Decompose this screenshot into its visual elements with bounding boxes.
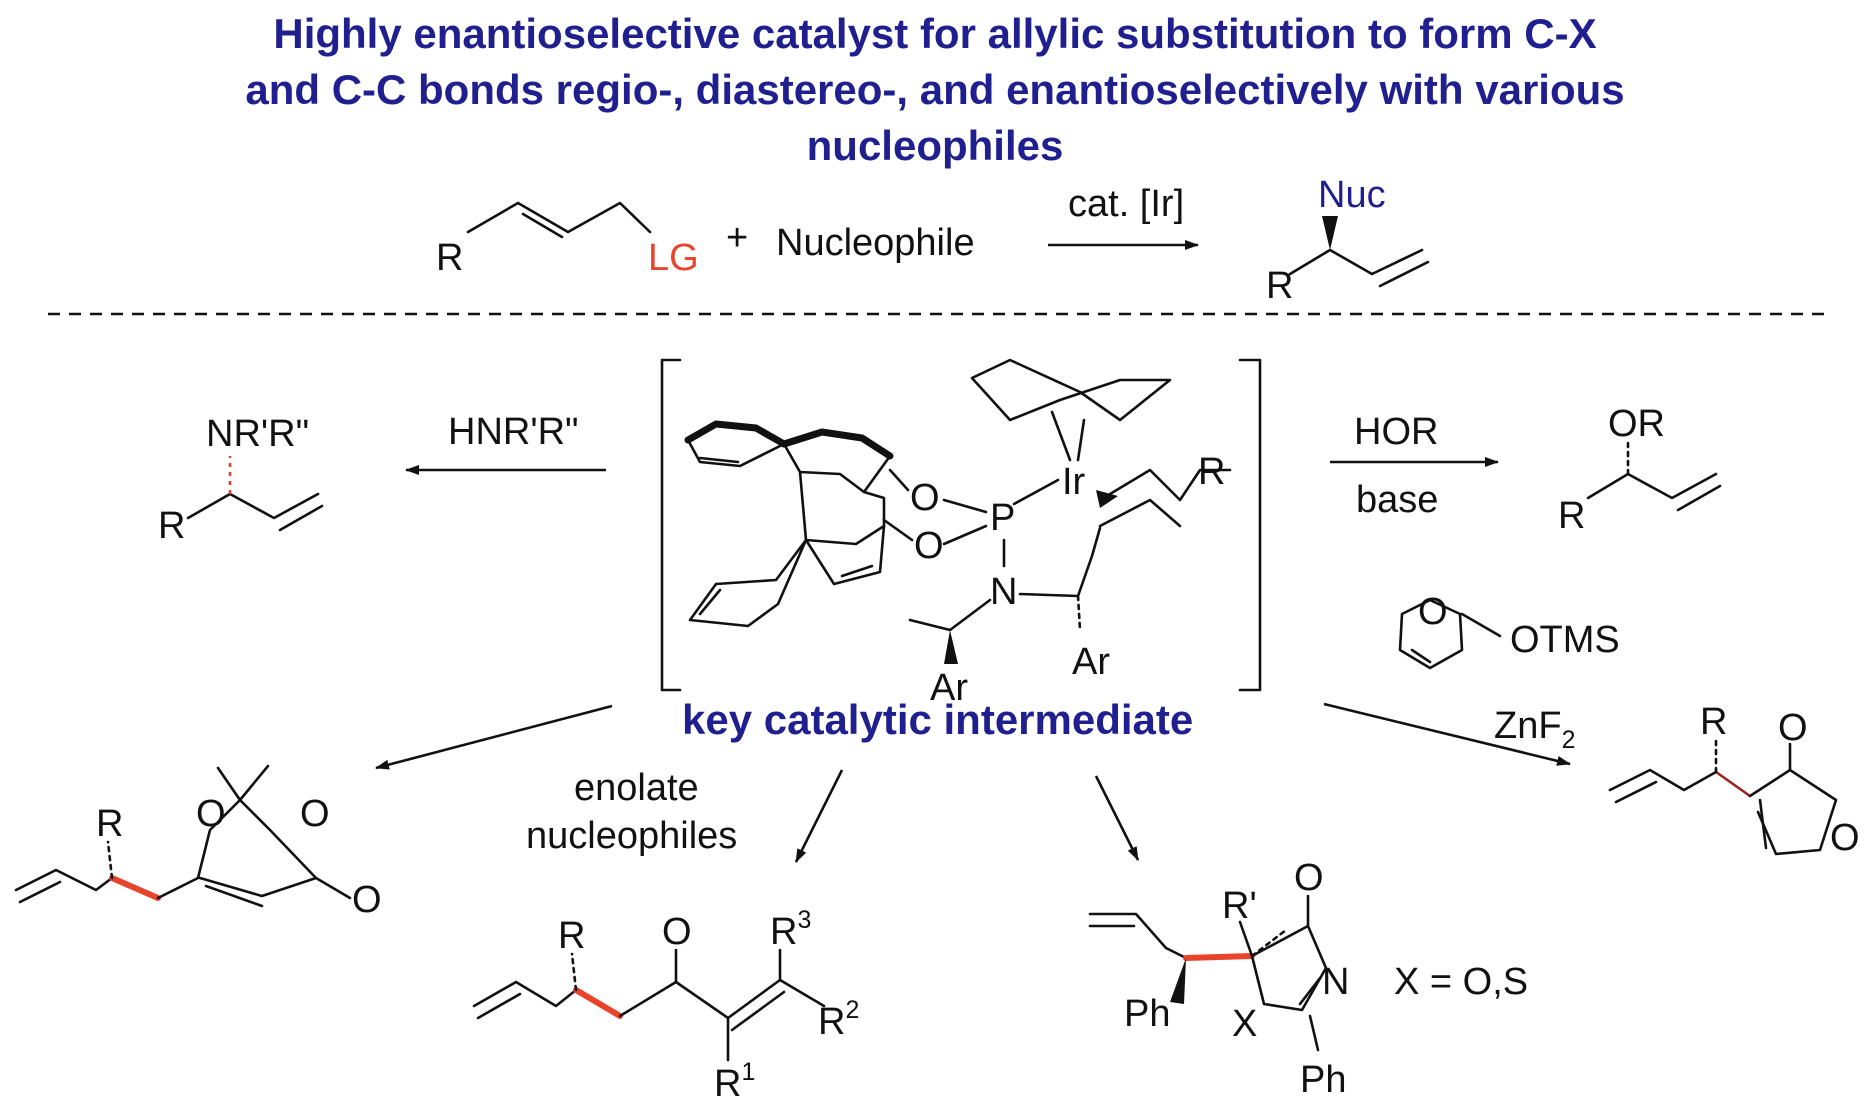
furanone-product-r: R — [1700, 701, 1727, 743]
azlactone-ph-left: Ph — [1124, 993, 1170, 1035]
product-r-label: R — [1266, 265, 1293, 307]
right-bracket — [1238, 358, 1262, 692]
title-line-2: and C-C bonds regio-, diastereo-, and en… — [245, 66, 1624, 113]
substrate-r-label: R — [436, 237, 463, 279]
furanone-arrow — [1323, 702, 1571, 766]
alcohol-condition-label: base — [1356, 479, 1438, 521]
ar-right-label: Ar — [1072, 641, 1110, 683]
furanone-branch: O OTMS ZnF2 R O O — [1323, 591, 1860, 859]
dioxinone-arrow — [375, 704, 613, 770]
product-nuc-label: Nuc — [1318, 174, 1386, 216]
title-line-3: nucleophiles — [807, 122, 1064, 169]
azlactone-ph-bottom: Ph — [1300, 1059, 1346, 1101]
enolate-label-line-1: enolate — [574, 767, 699, 809]
dioxinone-o-right: O — [300, 793, 330, 835]
amine-reagent-label: HNR'R" — [448, 411, 579, 453]
alcohol-product-group: OR — [1608, 403, 1665, 445]
furan-o-label: O — [1418, 591, 1448, 633]
allyl-substrate: R LG — [436, 201, 699, 279]
plus-sign: + — [726, 217, 748, 259]
allyl-r-label: R — [1198, 451, 1225, 493]
o-bottom-label: O — [914, 525, 944, 567]
enolate-r3-label: R3 — [770, 906, 811, 953]
title-line-1: Highly enantioselective catalyst for all… — [273, 10, 1596, 57]
azlactone-x-label: X — [1232, 1003, 1257, 1045]
azlactone-arrow — [1094, 775, 1140, 861]
amine-branch: HNR'R" NR'R" R — [158, 411, 606, 547]
dioxinone-branch: R O O O — [14, 704, 613, 921]
amine-product-r: R — [158, 505, 185, 547]
znf2-label: ZnF2 — [1494, 705, 1575, 754]
o-top-label: O — [910, 477, 940, 519]
otms-label: OTMS — [1510, 619, 1620, 661]
enolate-carbonyl-o: O — [662, 911, 692, 953]
enolate-r1-label: R1 — [714, 1058, 755, 1105]
amine-product-group: NR'R" — [206, 413, 309, 455]
n-label: N — [990, 571, 1017, 613]
nucleophile-label: Nucleophile — [776, 222, 975, 264]
silyloxyfuran-reagent: O OTMS — [1398, 591, 1620, 670]
alcohol-product-r: R — [1558, 495, 1585, 537]
azlactone-r-prime: R' — [1222, 885, 1257, 927]
intermediate-caption: key catalytic intermediate — [682, 696, 1193, 743]
x-definition-label: X = O,S — [1394, 961, 1528, 1003]
general-product: Nuc R — [1266, 174, 1430, 307]
catalyst-label: cat. [Ir] — [1068, 183, 1184, 225]
scheme-title: Highly enantioselective catalyst for all… — [245, 10, 1624, 169]
p-label: P — [990, 497, 1015, 539]
enolate-product-r: R — [558, 915, 585, 957]
leaving-group-label: LG — [648, 237, 699, 279]
ar-left-label: Ar — [930, 667, 968, 709]
furanone-carbonyl-o: O — [1778, 707, 1808, 749]
enolate-label-line-2: nucleophiles — [526, 815, 737, 857]
left-bracket — [660, 358, 682, 692]
furanone-ring-o: O — [1830, 817, 1860, 859]
alcohol-reagent-label: HOR — [1354, 411, 1438, 453]
catalytic-intermediate: O O P N Ar Ar Ir R key catalytic interme… — [660, 358, 1262, 743]
dioxinone-carbonyl-o: O — [352, 879, 382, 921]
enolate-arrow — [794, 769, 844, 863]
alcohol-branch: HOR base OR R — [1330, 403, 1722, 537]
ir-label: Ir — [1062, 461, 1086, 503]
dioxinone-r-label: R — [96, 803, 123, 845]
dioxinone-o-left: O — [196, 793, 226, 835]
general-reaction: R LG + Nucleophile cat. [Ir] Nuc R — [436, 174, 1430, 307]
azlactone-n-label: N — [1322, 961, 1349, 1003]
enolate-branch: enolate nucleophiles R O R1 R2 R3 — [472, 767, 859, 1105]
azlactone-branch: R' O N X Ph Ph X = O,S — [1088, 775, 1528, 1101]
azlactone-carbonyl-o: O — [1294, 857, 1324, 899]
enolate-r2-label: R2 — [818, 996, 859, 1043]
